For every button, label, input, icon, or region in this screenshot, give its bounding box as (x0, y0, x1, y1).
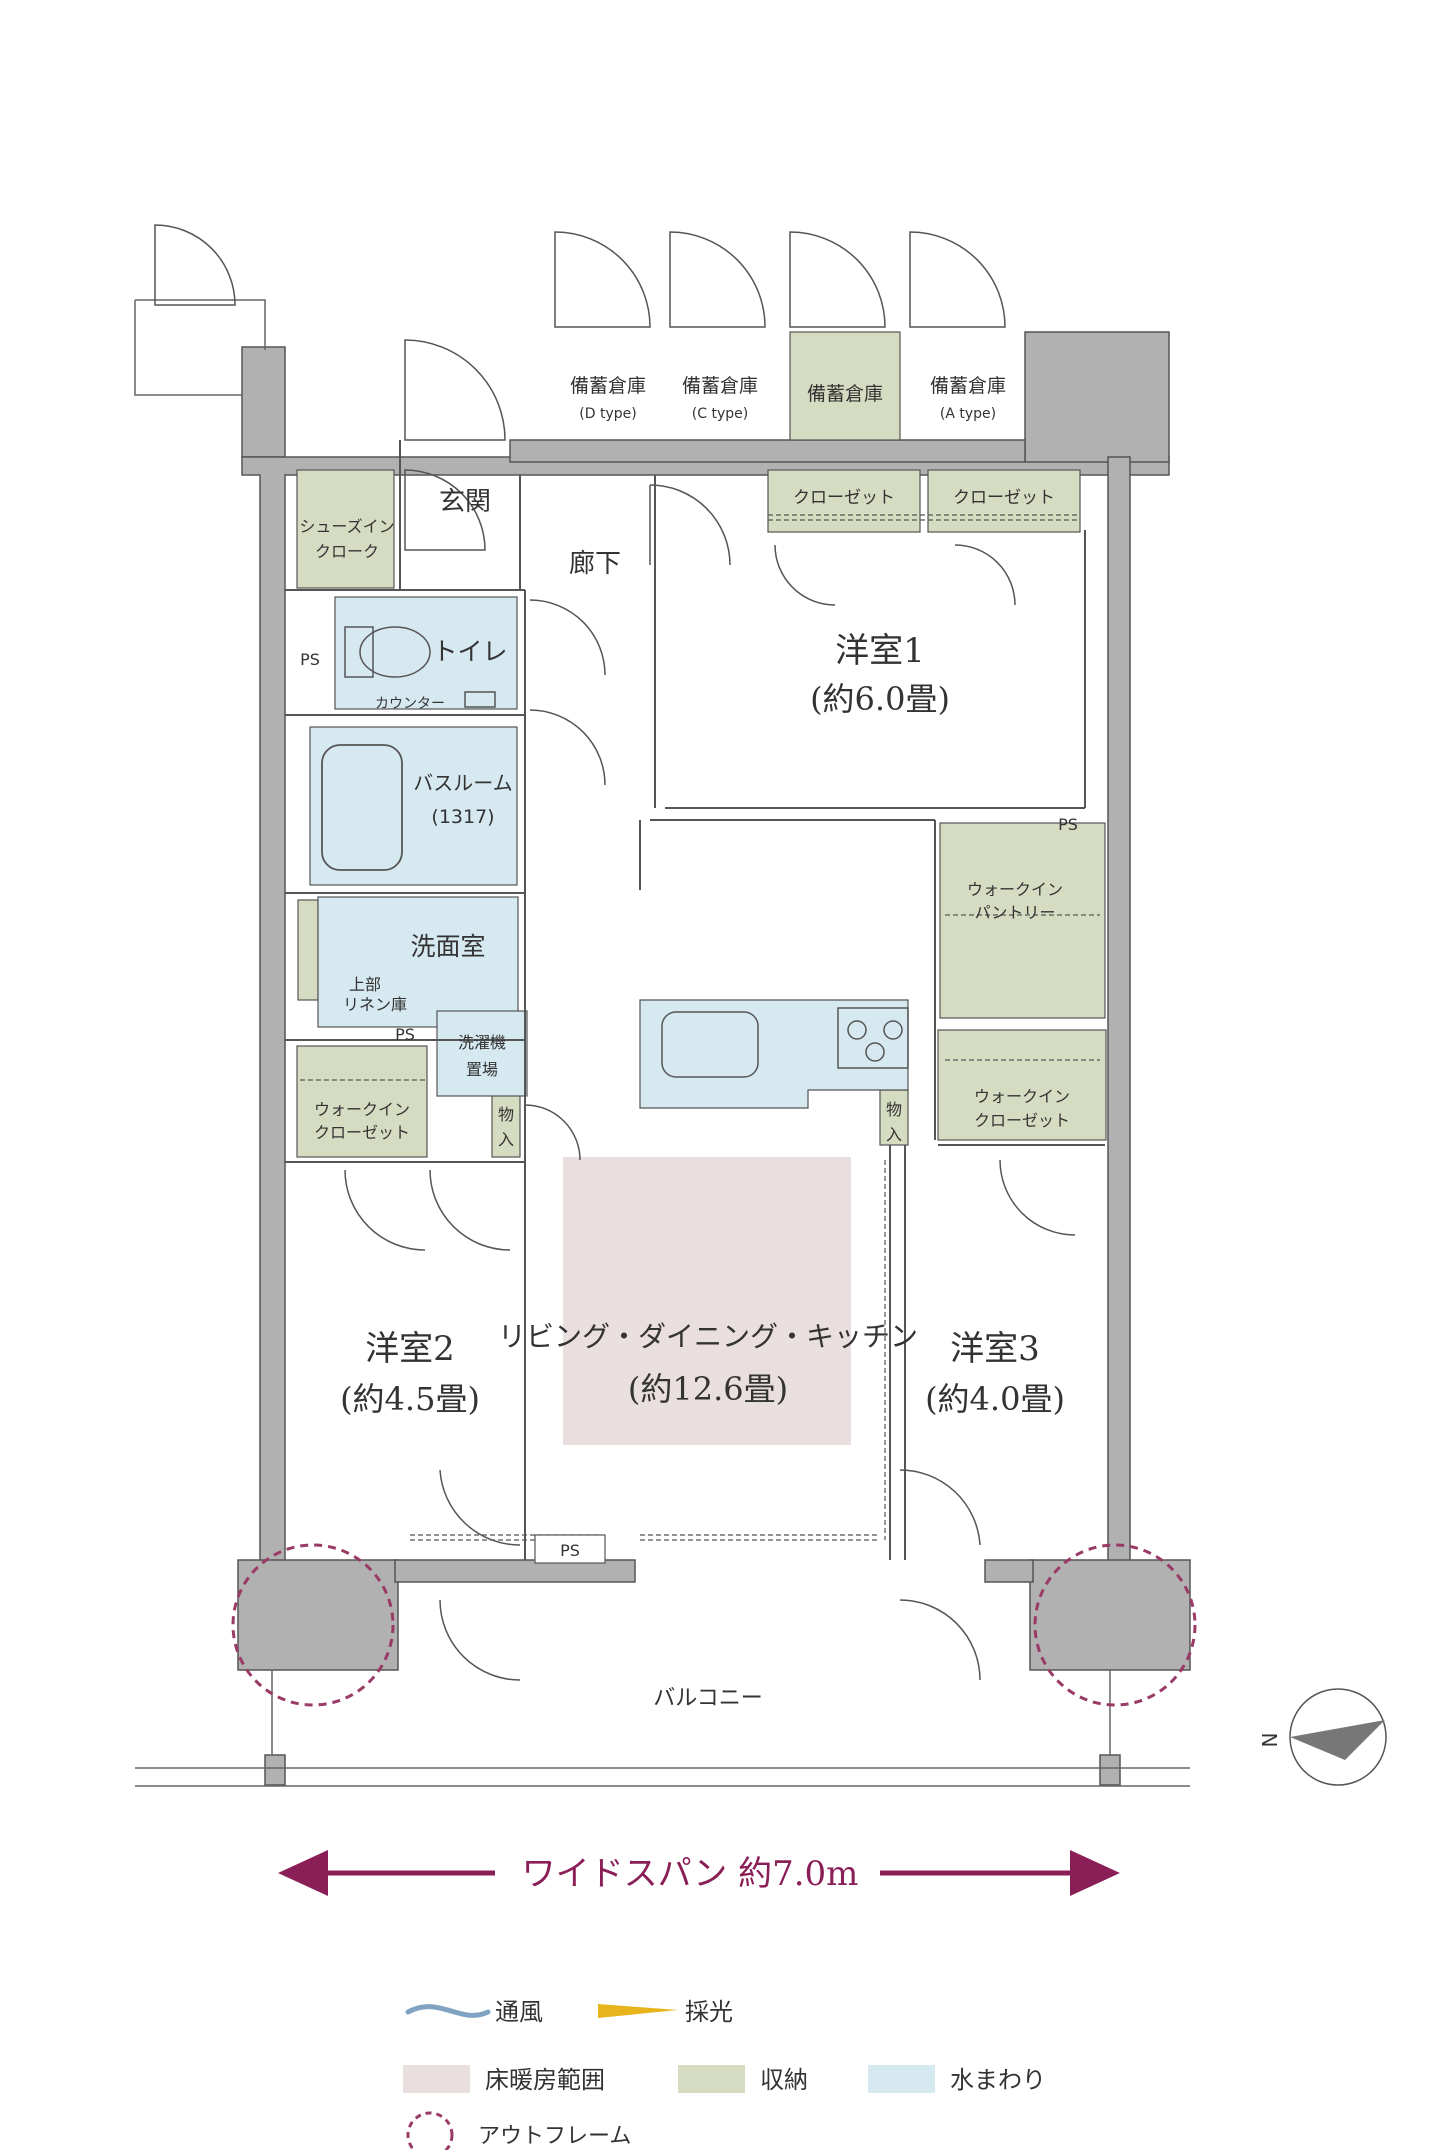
bedroom3-size: (約4.0畳) (925, 1380, 1065, 1418)
pantry-label-2: パントリー (975, 903, 1056, 922)
storage-a-label: 備蓄倉庫 (930, 375, 1006, 397)
bath-label-1: バスルーム (413, 771, 512, 795)
legend: 通風 採光 床暖房範囲 収納 水まわり アウトフレーム (403, 1998, 1046, 2150)
entrance-label: 玄関 (439, 487, 491, 517)
outframe-swatch (406, 2111, 454, 2150)
shoes-cloak-label-2: クローク (315, 542, 379, 561)
interior-walls (285, 440, 1105, 1560)
ps-4-box (534, 1534, 606, 1564)
mono-1-label-top: 物 (498, 1105, 514, 1124)
toilet-fixture (344, 626, 496, 708)
water-zones (309, 596, 909, 1109)
mono-1-label-bottom: 入 (498, 1130, 514, 1149)
wic1-label-2: クローゼット (314, 1123, 410, 1142)
ps-1-label: PS (300, 650, 320, 669)
kitchen-fixtures (661, 1007, 909, 1078)
stove-burner (865, 1042, 885, 1062)
storage-c-sub: (C type) (692, 406, 748, 422)
wic2-label-1: ウォークイン (974, 1087, 1070, 1106)
legend-daylight: 採光 (685, 1998, 733, 2026)
daylight-icon (598, 2004, 678, 2018)
storage-d-label: 備蓄倉庫 (570, 375, 646, 397)
outframe-marks (231, 1543, 1197, 1707)
storage-c-label: 備蓄倉庫 (682, 375, 758, 397)
ldk-size: (約12.6畳) (628, 1370, 788, 1408)
compass: N (1257, 1688, 1387, 1786)
storage-b-label: 備蓄倉庫 (807, 383, 883, 405)
ps-3-label: PS (395, 1025, 415, 1044)
hallway-label: 廊下 (569, 549, 621, 579)
compass-needle-icon (1290, 1720, 1385, 1760)
bedroom2-label: 洋室2 (365, 1329, 455, 1369)
washroom-label: 洗面室 (410, 932, 485, 961)
arrow-left-icon (278, 1850, 328, 1896)
storage-d-sub: (D type) (579, 406, 636, 422)
closet-1-label: クローゼット (793, 488, 895, 508)
laundry-label-2: 置場 (466, 1060, 498, 1079)
pantry-label-1: ウォークイン (967, 880, 1063, 899)
bedroom1-label: 洋室1 (835, 631, 925, 671)
balcony-label: バルコニー (653, 1686, 763, 1711)
shoes-cloak-label-1: シューズイン (299, 517, 394, 536)
ps-4-label: PS (560, 1541, 580, 1560)
floor-heating-swatch (403, 2065, 470, 2093)
laundry-label-1: 洗濯機 (458, 1033, 506, 1052)
mono-2-label-bottom: 入 (886, 1125, 902, 1144)
sliding-doors (300, 514, 1100, 1541)
balcony-rails (134, 299, 1190, 1787)
ldk-label: リビング・ダイニング・キッチン (498, 1320, 918, 1353)
stove-burner (847, 1020, 867, 1040)
closet-2-label: クローゼット (953, 488, 1055, 508)
ventilation-icon (405, 2004, 491, 2018)
door-swings (154, 224, 1076, 1681)
legend-ventilation: 通風 (495, 1998, 543, 2026)
span-label: ワイドスパン 約7.0m (522, 1854, 859, 1894)
mono-2-label-top: 物 (886, 1100, 902, 1119)
bedroom2-size: (約4.5畳) (340, 1380, 480, 1418)
ps-2-label: PS (1058, 815, 1078, 834)
bath-label-2: (1317) (431, 806, 494, 828)
exterior-walls (237, 331, 1191, 1786)
compass-north-label: N (1257, 1733, 1281, 1748)
legend-floor-heating: 床暖房範囲 (485, 2066, 605, 2094)
stove-burner (883, 1020, 903, 1040)
bedroom3-label: 洋室3 (950, 1329, 1040, 1369)
storage-swatch (678, 2065, 745, 2093)
wic2-label-2: クローゼット (974, 1111, 1070, 1130)
legend-storage: 収納 (760, 2066, 808, 2094)
storage-a-sub: (A type) (940, 406, 996, 422)
floor-heating-zone (563, 1157, 851, 1445)
legend-water: 水まわり (950, 2066, 1046, 2094)
water-swatch (868, 2065, 935, 2093)
span-arrow (278, 1850, 1120, 1896)
bathtub (321, 744, 403, 871)
legend-outframe: アウトフレーム (478, 2124, 631, 2149)
linen-label-2: リネン庫 (343, 995, 407, 1014)
arrow-right-icon (1070, 1850, 1120, 1896)
linen-label-1: 上部 (349, 975, 381, 994)
bedroom1-size: (約6.0畳) (810, 680, 950, 718)
toilet-label: トイレ (432, 637, 507, 666)
counter-label: カウンター (375, 696, 445, 712)
storage-zones (296, 331, 1107, 1158)
wic1-label-1: ウォークイン (314, 1100, 410, 1119)
